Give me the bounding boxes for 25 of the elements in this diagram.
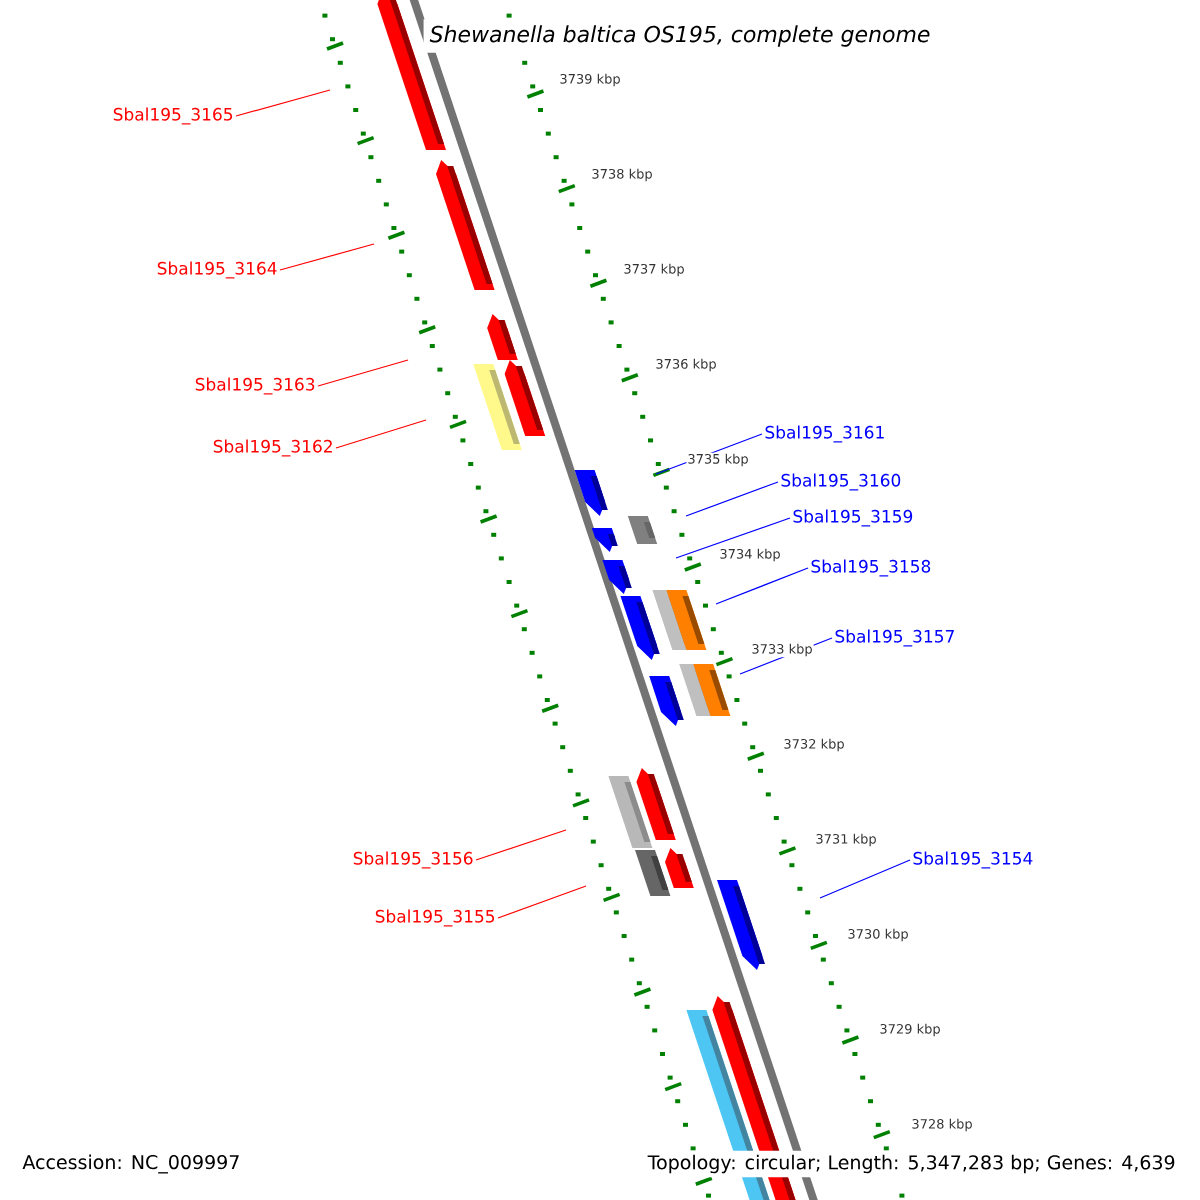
gene-label: Sbal195_3157 [835, 629, 954, 647]
genome-info-text: Topology: circular; Length: 5,347,283 bp; Genes: 4,639 [643, 1150, 1180, 1178]
gene-label: Sbal195_3163 [195, 377, 315, 395]
gene-label: Sbal195_3159 [793, 509, 913, 527]
gene-label: Sbal195_3164 [157, 261, 277, 279]
gene-label: Sbal195_3155 [375, 909, 495, 927]
leader-line [715, 567, 809, 605]
leader-line [317, 359, 409, 387]
leader-line [819, 859, 911, 899]
leader-line [675, 517, 791, 559]
leader-line [475, 829, 567, 861]
leader-line [279, 243, 375, 271]
gene-label: Sbal195_3156 [353, 851, 473, 869]
leader-line [685, 481, 779, 517]
leader-line [335, 419, 427, 449]
gene-label: Sbal195_3165 [113, 107, 233, 125]
gene-label: Sbal195_3162 [213, 439, 332, 457]
accession-text: Accession: NC_009997 [18, 1150, 245, 1178]
title: Shewanella baltica OS195, complete genome [423, 19, 937, 53]
gene-label: Sbal195_3161 [765, 425, 884, 443]
gene-label: Sbal195_3158 [811, 559, 931, 577]
leader-line [235, 89, 331, 117]
gene-label: Sbal195_3154 [913, 851, 1033, 869]
leader-line [497, 885, 587, 919]
gene-label: Sbal195_3160 [781, 473, 901, 491]
